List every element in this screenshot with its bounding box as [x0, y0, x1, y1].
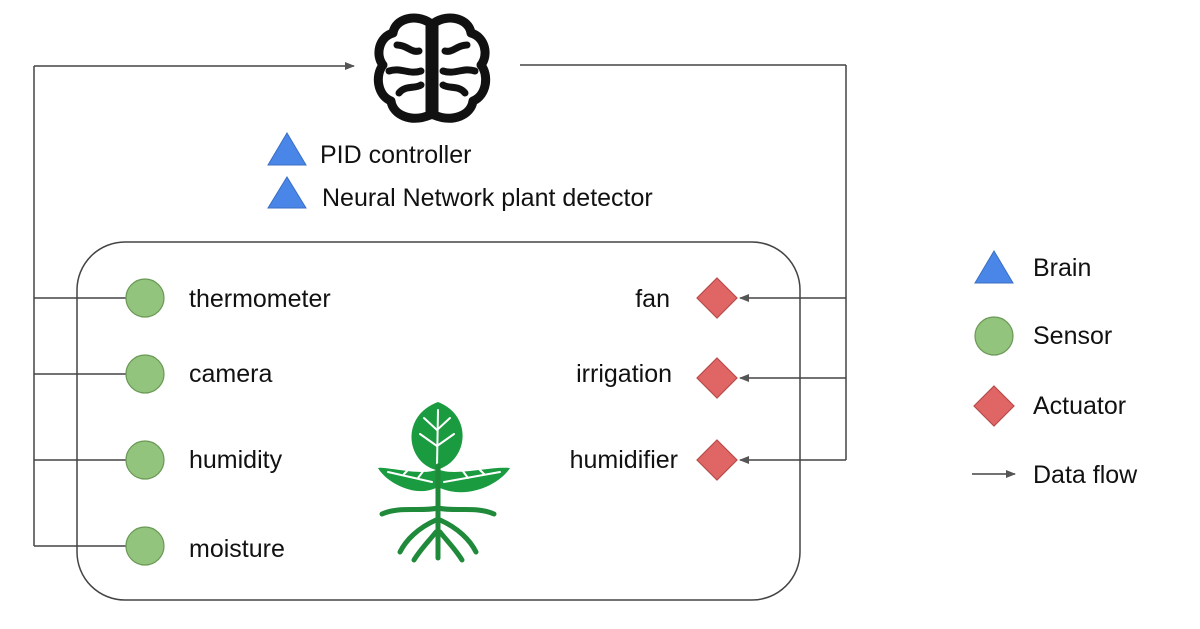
actuator-diamond-icon [696, 357, 738, 399]
brain-item-label: Neural Network plant detector [322, 184, 653, 212]
legend-sensor-icon [974, 316, 1014, 356]
brain-triangle-icon [267, 176, 307, 209]
sensor-label-humidity: humidity [189, 446, 283, 474]
brain-icon [373, 13, 491, 123]
actuator-diamond-icon [696, 277, 738, 319]
legend-label-sensor: Sensor [1033, 322, 1113, 350]
brain-item-label: PID controller [320, 141, 472, 169]
actuator-label-humidifier: humidifier [569, 446, 678, 474]
brain-triangle-icon [267, 132, 307, 166]
sensor-label-thermometer: thermometer [189, 285, 331, 313]
sensor-markers [125, 278, 165, 566]
sensor-circle-icon [125, 278, 165, 318]
legend-label-data-flow: Data flow [1033, 461, 1138, 489]
legend-actuator-icon [973, 385, 1015, 427]
sensor-label-moisture: moisture [189, 535, 285, 563]
legend-brain-icon [974, 250, 1014, 284]
sensor-label-camera: camera [189, 360, 273, 388]
plant-icon [378, 402, 510, 563]
actuator-label-fan: fan [635, 285, 670, 313]
sensor-circle-icon [125, 354, 165, 394]
sensor-flow-lines [33, 62, 355, 547]
actuator-diamond-icon [696, 439, 738, 481]
actuator-markers [696, 277, 738, 481]
sensor-circle-icon [125, 526, 165, 566]
actuator-flow-lines [520, 64, 847, 464]
greenhouse-enclosure [76, 241, 801, 601]
legend-label-actuator: Actuator [1033, 392, 1127, 420]
actuator-label-irrigation: irrigation [576, 360, 672, 388]
sensor-circle-icon [125, 440, 165, 480]
legend-label-brain: Brain [1033, 254, 1092, 282]
